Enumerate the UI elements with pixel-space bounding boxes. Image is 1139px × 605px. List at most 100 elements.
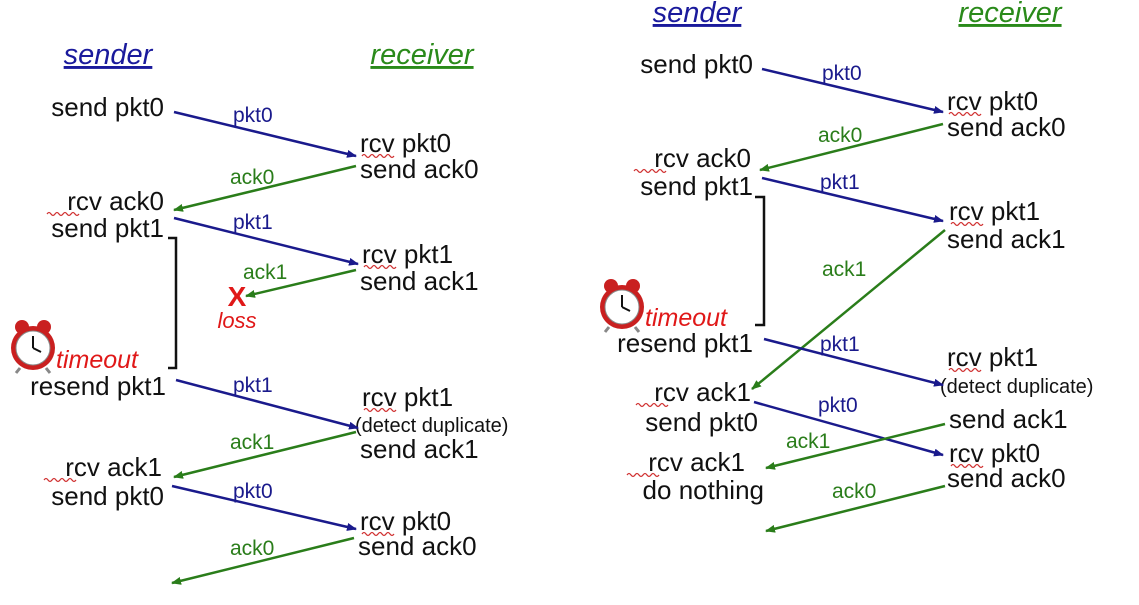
svg-text:send pkt0: send pkt0	[51, 92, 164, 122]
panel-b-message-4: ack1	[751, 229, 946, 390]
loss-x-mark: X	[228, 281, 247, 312]
panel-b: sender receiver send pkt0 rcv ack0 send …	[600, 0, 1093, 533]
data-arrow	[761, 176, 944, 223]
panel-b-message-6: pkt0	[753, 394, 944, 457]
svg-text:pkt1: pkt1	[233, 211, 273, 234]
svg-text:send ack0: send ack0	[947, 463, 1066, 493]
svg-text:ack1: ack1	[822, 258, 866, 281]
data-arrow	[753, 400, 944, 457]
svg-text:ack0: ack0	[818, 124, 862, 147]
panel-a-sender-label-1: send pkt0	[51, 92, 164, 122]
panel-a-message-5: pkt1	[175, 374, 359, 430]
panel-a-sender-label-3: resend pkt1	[30, 371, 166, 401]
panel-b-message-5: pkt1	[763, 333, 944, 387]
ack-arrow	[173, 430, 357, 479]
svg-text:ack0: ack0	[832, 480, 876, 503]
svg-text:rcv pkt1: rcv pkt1	[362, 239, 453, 269]
panel-b-receiver-label-3: rcv pkt1 (detect duplicate)	[940, 342, 1093, 398]
panel-a-receiver-label-2: rcv pkt1 send ack1	[360, 239, 479, 296]
panel-b-timeout-label: timeout	[645, 304, 728, 332]
data-arrow	[763, 337, 944, 387]
svg-text:send ack0: send ack0	[358, 531, 477, 561]
panel-b-spellcheck-squiggles	[626, 111, 984, 478]
svg-text:pkt0: pkt0	[233, 104, 273, 127]
svg-text:send pkt0: send pkt0	[640, 49, 753, 79]
svg-text:ack1: ack1	[230, 431, 274, 454]
panel-b-sender-label-3: resend pkt1	[617, 328, 753, 358]
panel-b-sender-header: sender	[653, 0, 743, 29]
panel-b-receiver-label-2: rcv pkt1 send ack1	[947, 196, 1066, 254]
panel-b-receiver-label-5: rcv pkt0 send ack0	[947, 438, 1066, 493]
svg-text:ack0: ack0	[230, 166, 274, 189]
svg-text:rcv pkt0: rcv pkt0	[360, 128, 451, 158]
svg-text:rcv pkt0: rcv pkt0	[949, 438, 1040, 468]
panel-b-sender-label-4: rcv ack1 send pkt0	[645, 377, 758, 437]
ack-arrow	[171, 536, 355, 585]
svg-text:send ack1: send ack1	[949, 404, 1068, 434]
panel-a-message-4-lost: ack1	[243, 261, 357, 298]
panel-a-sender-header: sender	[64, 39, 154, 71]
svg-text:send ack1: send ack1	[947, 224, 1066, 254]
svg-text:resend pkt1: resend pkt1	[617, 328, 753, 358]
svg-text:send ack1: send ack1	[360, 434, 479, 464]
panel-a-alarm-clock-icon	[11, 320, 55, 374]
data-arrow	[173, 216, 359, 266]
svg-text:send ack0: send ack0	[360, 154, 479, 184]
panel-b-receiver-label-1: rcv pkt0 send ack0	[947, 86, 1066, 142]
svg-text:rcv pkt1: rcv pkt1	[362, 382, 453, 412]
svg-text:ack0: ack0	[230, 537, 274, 560]
svg-text:resend pkt1: resend pkt1	[30, 371, 166, 401]
panel-a-timeout-label: timeout	[56, 346, 139, 374]
svg-text:pkt0: pkt0	[822, 62, 862, 85]
svg-text:do nothing: do nothing	[643, 475, 764, 505]
ack-arrow	[765, 422, 946, 470]
panel-a-message-1: pkt0	[173, 104, 357, 158]
svg-text:ack1: ack1	[786, 430, 830, 453]
ack-arrow	[751, 229, 946, 390]
ack-arrow	[759, 122, 944, 172]
ack-arrow	[765, 484, 946, 533]
panel-a-receiver-label-3: rcv pkt1 (detect duplicate) send ack1	[355, 382, 508, 464]
panel-b-alarm-clock-icon	[600, 279, 644, 333]
panel-a: sender receiver send pkt0 rcv ack0 send …	[11, 39, 508, 585]
panel-a-timeout-bracket	[168, 236, 178, 370]
svg-text:send pkt0: send pkt0	[645, 407, 758, 437]
svg-text:send pkt0: send pkt0	[51, 481, 164, 511]
data-arrow	[171, 484, 357, 531]
ack-arrow	[245, 268, 357, 298]
ack-arrow	[173, 164, 357, 212]
svg-text:rcv pkt1: rcv pkt1	[949, 196, 1040, 226]
svg-text:pkt1: pkt1	[820, 333, 860, 356]
svg-text:rcv ack1: rcv ack1	[654, 377, 751, 407]
svg-text:ack1: ack1	[243, 261, 287, 284]
panel-b-receiver-header: receiver	[958, 0, 1062, 29]
svg-text:rcv pkt0: rcv pkt0	[947, 86, 1038, 116]
panel-b-sender-label-2: rcv ack0 send pkt1	[640, 143, 753, 201]
panel-a-sender-label-2: rcv ack0 send pkt1	[51, 186, 164, 243]
panel-a-spellcheck-squiggles	[43, 153, 397, 537]
svg-text:rcv ack1: rcv ack1	[65, 452, 162, 482]
panel-a-loss-marker: X loss	[217, 281, 256, 333]
svg-text:rcv pkt0: rcv pkt0	[360, 506, 451, 536]
panel-a-sender-label-4: rcv ack1 send pkt0	[51, 452, 164, 511]
data-arrow	[173, 110, 357, 158]
panel-b-timeout-bracket	[755, 195, 766, 327]
panel-b-receiver-label-4: send ack1	[949, 404, 1068, 434]
svg-text:rcv ack0: rcv ack0	[67, 186, 164, 216]
panel-a-message-3: pkt1	[173, 211, 359, 266]
svg-text:send pkt1: send pkt1	[640, 171, 753, 201]
panel-b-message-8: ack0	[765, 480, 946, 533]
panel-b-sender-label-5: rcv ack1 do nothing	[643, 447, 764, 505]
svg-text:(detect duplicate): (detect duplicate)	[355, 415, 508, 437]
loss-label: loss	[217, 308, 256, 333]
panel-a-message-6: ack1	[173, 430, 357, 479]
panel-a-message-2: ack0	[173, 164, 357, 212]
panel-b-message-3: pkt1	[761, 171, 944, 223]
svg-text:rcv ack1: rcv ack1	[648, 447, 745, 477]
panel-b-sender-label-1: send pkt0	[640, 49, 753, 79]
svg-text:(detect duplicate): (detect duplicate)	[940, 376, 1093, 398]
data-arrow	[175, 378, 359, 430]
panel-a-receiver-header: receiver	[370, 39, 474, 71]
panel-b-message-2: ack0	[759, 122, 944, 172]
